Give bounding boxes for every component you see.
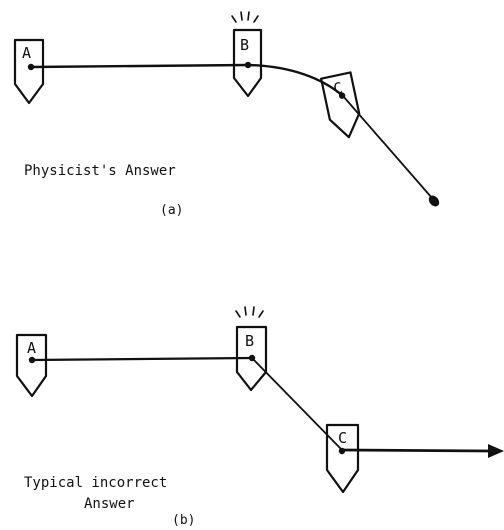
marker-center-dot <box>28 356 36 364</box>
sublabel-b: (b) <box>172 513 195 528</box>
panel-a: A B C Physicist's Answer (a) <box>13 11 440 218</box>
path-a-end-point <box>428 195 440 207</box>
arrow-head-icon <box>488 444 504 458</box>
panel-b: A B C Typical incorrect Answer (b) <box>15 306 504 528</box>
marker-label: B <box>240 36 249 54</box>
marker-c-panel-b: C <box>325 423 360 494</box>
path-a-exit <box>342 95 433 199</box>
marker-shape <box>235 325 268 392</box>
marker-c-panel-a: C <box>320 71 361 139</box>
marker-label: C <box>338 429 347 447</box>
marker-shape <box>325 423 360 494</box>
marker-a-panel-a: A <box>13 38 45 105</box>
path-a-curve-bc <box>246 63 345 98</box>
marker-center-dot <box>27 63 35 71</box>
path-b-ab <box>30 356 254 362</box>
marker-label: A <box>27 339 36 357</box>
marker-shape <box>15 333 48 398</box>
caption-a: Physicist's Answer <box>24 163 176 179</box>
marker-shape <box>13 38 45 105</box>
marker-label: A <box>22 44 31 62</box>
marker-b-panel-a: B <box>231 11 263 98</box>
marker-center-dot <box>338 447 346 455</box>
marker-a-panel-b: A <box>15 333 48 398</box>
marker-center-dot <box>248 354 256 362</box>
path-b-exit <box>340 448 492 453</box>
marker-b-panel-b: B <box>235 306 268 392</box>
marker-shape <box>232 28 263 98</box>
caption-b-line2: Answer <box>84 496 135 512</box>
caption-b-line1: Typical incorrect <box>24 475 167 491</box>
marker-shape <box>320 71 361 139</box>
sublabel-a: (a) <box>160 203 183 218</box>
spark-icon <box>235 306 264 318</box>
marker-center-dot <box>244 61 252 69</box>
path-a-ab <box>29 63 250 69</box>
marker-center-dot <box>338 92 346 99</box>
marker-label: B <box>245 332 254 350</box>
spark-icon <box>231 11 259 23</box>
